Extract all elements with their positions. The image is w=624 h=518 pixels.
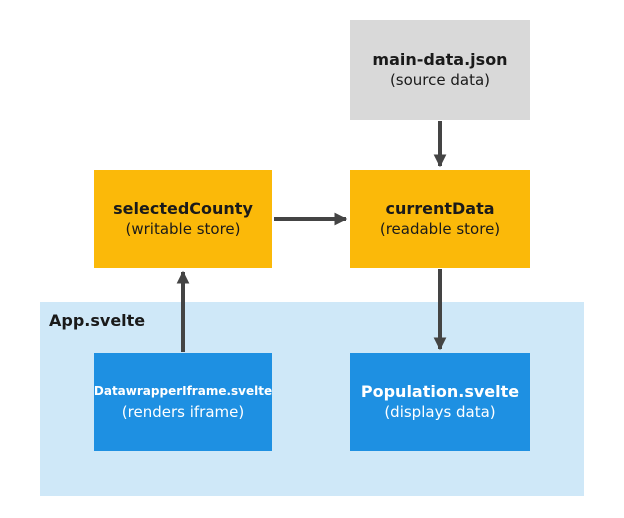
node-main-data: main-data.json (source data) (350, 20, 530, 120)
node-title: DatawrapperIframe.svelte (93, 384, 273, 398)
node-title: currentData (385, 199, 495, 218)
node-selected-county: selectedCounty (writable store) (94, 170, 272, 268)
node-subtitle: (writable store) (125, 220, 241, 238)
node-title: Population.svelte (360, 382, 520, 401)
node-title: selectedCounty (113, 199, 253, 218)
node-subtitle: (displays data) (384, 403, 496, 421)
region-label: App.svelte (49, 311, 146, 330)
node-subtitle: (source data) (389, 71, 491, 89)
node-datawrapper-iframe: DatawrapperIframe.svelte (renders iframe… (94, 353, 272, 451)
node-population: Population.svelte (displays data) (350, 353, 530, 451)
node-subtitle: (readable store) (379, 220, 501, 238)
node-title: main-data.json (372, 50, 508, 69)
node-subtitle: (renders iframe) (121, 403, 245, 421)
node-current-data: currentData (readable store) (350, 170, 530, 268)
